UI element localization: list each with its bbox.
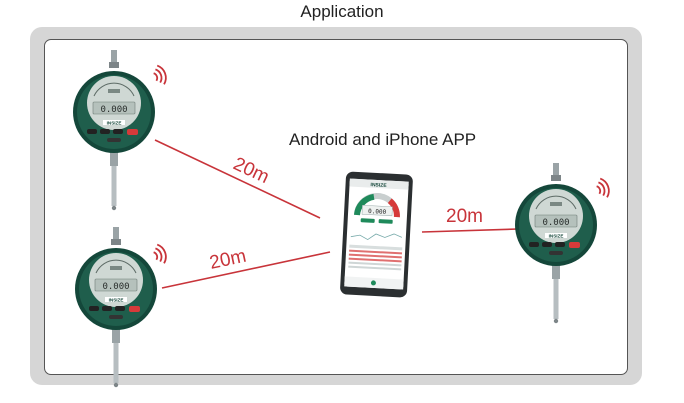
smartphone: INSIZE 0.000 (340, 171, 413, 298)
link-line-right (421, 228, 519, 233)
dial-indicator-right (514, 162, 598, 324)
phone-reading: 0.000 (368, 208, 387, 216)
distance-label-right: 20m (446, 206, 483, 227)
page-title: Application (300, 2, 384, 21)
wireless-signal-icon (150, 63, 170, 88)
dial-indicator-bottom-left (74, 226, 158, 388)
wireless-signal-icon (593, 176, 613, 201)
phone-brand-label: INSIZE (370, 182, 387, 189)
wireless-signal-icon (150, 242, 170, 267)
link-line-top-left (154, 139, 321, 219)
dial-indicator-top-left (72, 49, 156, 211)
app-label: Android and iPhone APP (289, 130, 477, 149)
link-line-bottom-left (161, 251, 331, 289)
distance-label-top-left: 20m (230, 153, 272, 188)
distance-label-bottom-left: 20m (208, 246, 249, 274)
